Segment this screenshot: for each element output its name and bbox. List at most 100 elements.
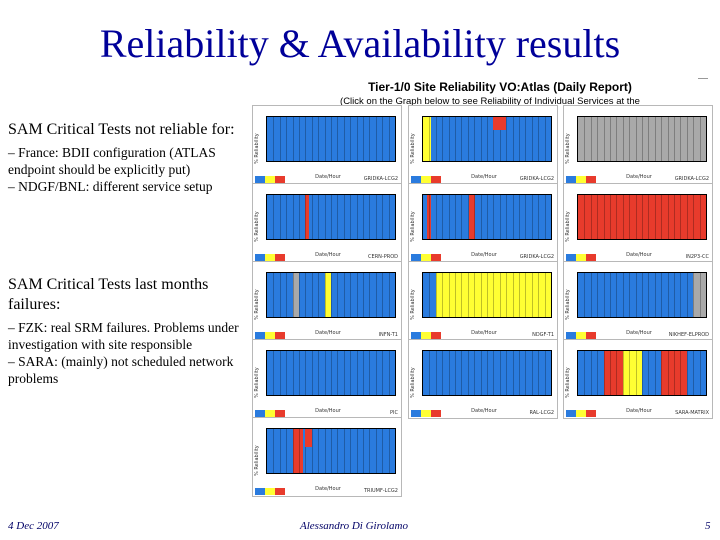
graph-xlabel: Date/Hour	[626, 408, 652, 414]
graph-xlabel: Date/Hour	[471, 174, 497, 180]
day-separator	[597, 273, 599, 317]
day-separator	[429, 117, 431, 161]
graph-plot-area	[266, 428, 396, 474]
day-separator	[680, 117, 682, 161]
day-separator	[512, 351, 514, 395]
reliability-bar	[305, 195, 310, 239]
day-separator	[388, 273, 390, 317]
graph-legend	[566, 332, 596, 339]
reliability-bar	[302, 429, 395, 473]
graph-site-name: NDGF-T1	[532, 332, 554, 338]
day-separator	[693, 195, 695, 239]
graph-plot-area	[577, 116, 707, 162]
reliability-bar	[267, 429, 293, 473]
graph-legend	[255, 410, 285, 417]
day-separator	[286, 429, 288, 473]
day-separator	[435, 273, 437, 317]
graph-legend	[566, 410, 596, 417]
day-separator	[519, 351, 520, 395]
day-separator	[350, 117, 352, 161]
day-separator	[363, 273, 364, 317]
day-separator	[610, 195, 611, 239]
graph-xlabel: Date/Hour	[626, 252, 652, 258]
day-separator	[324, 195, 326, 239]
day-separator	[343, 351, 345, 395]
section-1: SAM Critical Tests not reliable for: – F…	[8, 120, 258, 195]
failure-segment	[305, 429, 312, 447]
reliability-bar	[693, 273, 706, 317]
day-separator	[654, 195, 656, 239]
graph-ylabel: % Reliability	[410, 367, 416, 398]
graph-legend	[566, 176, 596, 183]
day-separator	[642, 195, 643, 239]
day-separator	[318, 273, 320, 317]
day-separator	[461, 195, 463, 239]
reliability-bar	[578, 351, 604, 395]
day-separator	[369, 351, 371, 395]
day-separator	[487, 273, 488, 317]
day-separator	[487, 195, 488, 239]
day-separator	[590, 273, 592, 317]
day-separator	[273, 117, 275, 161]
day-separator	[699, 351, 701, 395]
graph-xlabel: Date/Hour	[626, 174, 652, 180]
day-separator	[642, 273, 643, 317]
section-1-heading: SAM Critical Tests not reliable for:	[8, 121, 235, 138]
graph-site-name: SARA-MATRIX	[675, 410, 709, 416]
day-separator	[279, 429, 281, 473]
day-separator	[506, 117, 508, 161]
day-separator	[467, 273, 469, 317]
day-separator	[597, 195, 599, 239]
day-separator	[448, 195, 450, 239]
day-separator	[363, 195, 364, 239]
day-separator	[667, 117, 669, 161]
day-separator	[305, 117, 307, 161]
day-separator	[435, 351, 437, 395]
graph-plot-area	[422, 116, 552, 162]
day-separator	[382, 429, 384, 473]
graph-xlabel: Date/Hour	[315, 174, 341, 180]
graph-xlabel: Date/Hour	[471, 330, 497, 336]
day-separator	[311, 429, 313, 473]
day-separator	[648, 195, 650, 239]
day-separator	[429, 195, 431, 239]
day-separator	[474, 351, 476, 395]
day-separator	[584, 117, 586, 161]
graph-ylabel: % Reliability	[565, 289, 571, 320]
day-separator	[525, 351, 527, 395]
day-separator	[382, 273, 384, 317]
day-separator	[356, 273, 358, 317]
section-2-bullet-2: – SARA: (mainly) not scheduled network p…	[8, 354, 234, 386]
graph-legend	[411, 176, 441, 183]
day-separator	[648, 117, 650, 161]
day-separator	[286, 351, 288, 395]
day-separator	[667, 351, 669, 395]
reliability-bar	[292, 273, 299, 317]
day-separator	[279, 273, 281, 317]
graph-site-name: GRIDKA-LCG2	[363, 176, 398, 182]
reliability-bar	[423, 273, 436, 317]
day-separator	[584, 273, 586, 317]
day-separator	[356, 351, 358, 395]
day-separator	[461, 351, 463, 395]
day-separator	[616, 195, 618, 239]
day-separator	[531, 117, 533, 161]
day-separator	[699, 117, 701, 161]
reliability-bar	[267, 117, 395, 161]
day-separator	[375, 117, 377, 161]
reliability-bar	[578, 117, 706, 161]
day-separator	[635, 273, 637, 317]
